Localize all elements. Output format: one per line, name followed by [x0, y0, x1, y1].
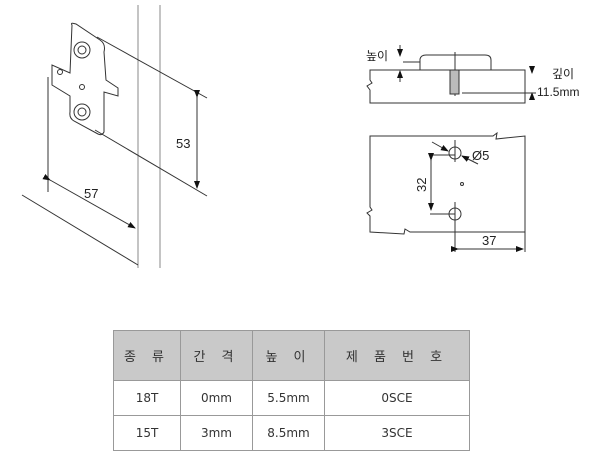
spec-table: 종 류 간 격 높 이 제 품 번 호 18T 0mm 5.5mm 0SCE 1…: [113, 330, 470, 451]
top-view: Ø5 32 37: [366, 131, 526, 252]
table-header-row: 종 류 간 격 높 이 제 품 번 호: [113, 330, 470, 381]
cell-product-no: 3SCE: [324, 415, 470, 451]
dimension-height: 53: [176, 136, 190, 151]
cell-height: 8.5mm: [252, 415, 325, 451]
depth-value: 11.5mm: [537, 85, 579, 99]
edge-distance: 37: [482, 233, 496, 248]
table-row: 18T 0mm 5.5mm 0SCE: [113, 380, 470, 416]
dimension-width: 57: [84, 186, 98, 201]
header-product-no: 제 품 번 호: [324, 330, 470, 381]
cell-product-no: 0SCE: [324, 380, 470, 416]
technical-drawing: 53 57 높이 깊이 11.5mm Ø5 32 37: [21, 5, 579, 268]
cell-spacing: 0mm: [180, 380, 253, 416]
header-spacing: 간 격: [180, 330, 253, 381]
hole-diameter: Ø5: [472, 148, 489, 163]
header-height: 높 이: [252, 330, 325, 381]
cell-height: 5.5mm: [252, 380, 325, 416]
mounting-plate-icon: [51, 22, 119, 136]
cell-type: 15T: [113, 415, 181, 451]
header-type: 종 류: [113, 330, 181, 381]
isometric-view: 53 57: [21, 5, 208, 268]
height-label: 높이: [366, 49, 388, 63]
cell-spacing: 3mm: [180, 415, 253, 451]
cell-type: 18T: [113, 380, 181, 416]
depth-label: 깊이: [552, 67, 574, 81]
side-view: 높이 깊이 11.5mm: [366, 45, 579, 104]
hole-spacing: 32: [414, 178, 429, 192]
table-row: 15T 3mm 8.5mm 3SCE: [113, 415, 470, 451]
